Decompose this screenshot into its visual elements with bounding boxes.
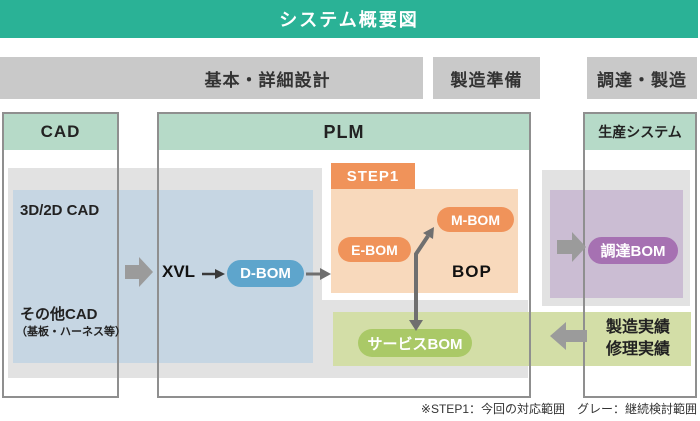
- diagram-title: システム概要図: [0, 0, 698, 38]
- xvl-label: XVL: [162, 262, 196, 281]
- feedback-results-label: 製造実績 修理実績: [585, 313, 691, 365]
- cad-item-3d2d: 3D/2D CAD: [20, 202, 100, 219]
- phase-header-procurement: 調達・製造: [587, 57, 697, 99]
- service-bom-pill: サービスBOM: [358, 329, 472, 357]
- phase-header-manufacturing-prep: 製造準備: [433, 57, 540, 99]
- footnote-legend: ※STEP1：今回の対応範囲 グレー：継続検討範囲: [420, 402, 697, 416]
- cad-item-other: その他CAD: [20, 306, 98, 323]
- cad-item-other-sub: （基板・ハーネス等）: [16, 326, 126, 338]
- procurement-bom-pill: 調達BOM: [588, 237, 678, 264]
- d-bom-pill: D-BOM: [227, 260, 304, 287]
- bop-label: BOP: [452, 262, 492, 281]
- m-bom-pill: M-BOM: [437, 207, 514, 232]
- plm-column-frame: [157, 112, 531, 398]
- e-bom-pill: E-BOM: [338, 237, 411, 262]
- phase-header-design: 基本・詳細設計: [0, 57, 423, 99]
- production-column-header: 生産システム: [585, 114, 695, 150]
- repair-results-line: 修理実績: [605, 341, 670, 358]
- plm-column-header: PLM: [159, 114, 529, 150]
- step1-tab: STEP1: [331, 163, 415, 189]
- cad-column-frame: [2, 112, 119, 398]
- manufacturing-results-line: 製造実績: [605, 319, 670, 337]
- cad-column-header: CAD: [4, 114, 117, 150]
